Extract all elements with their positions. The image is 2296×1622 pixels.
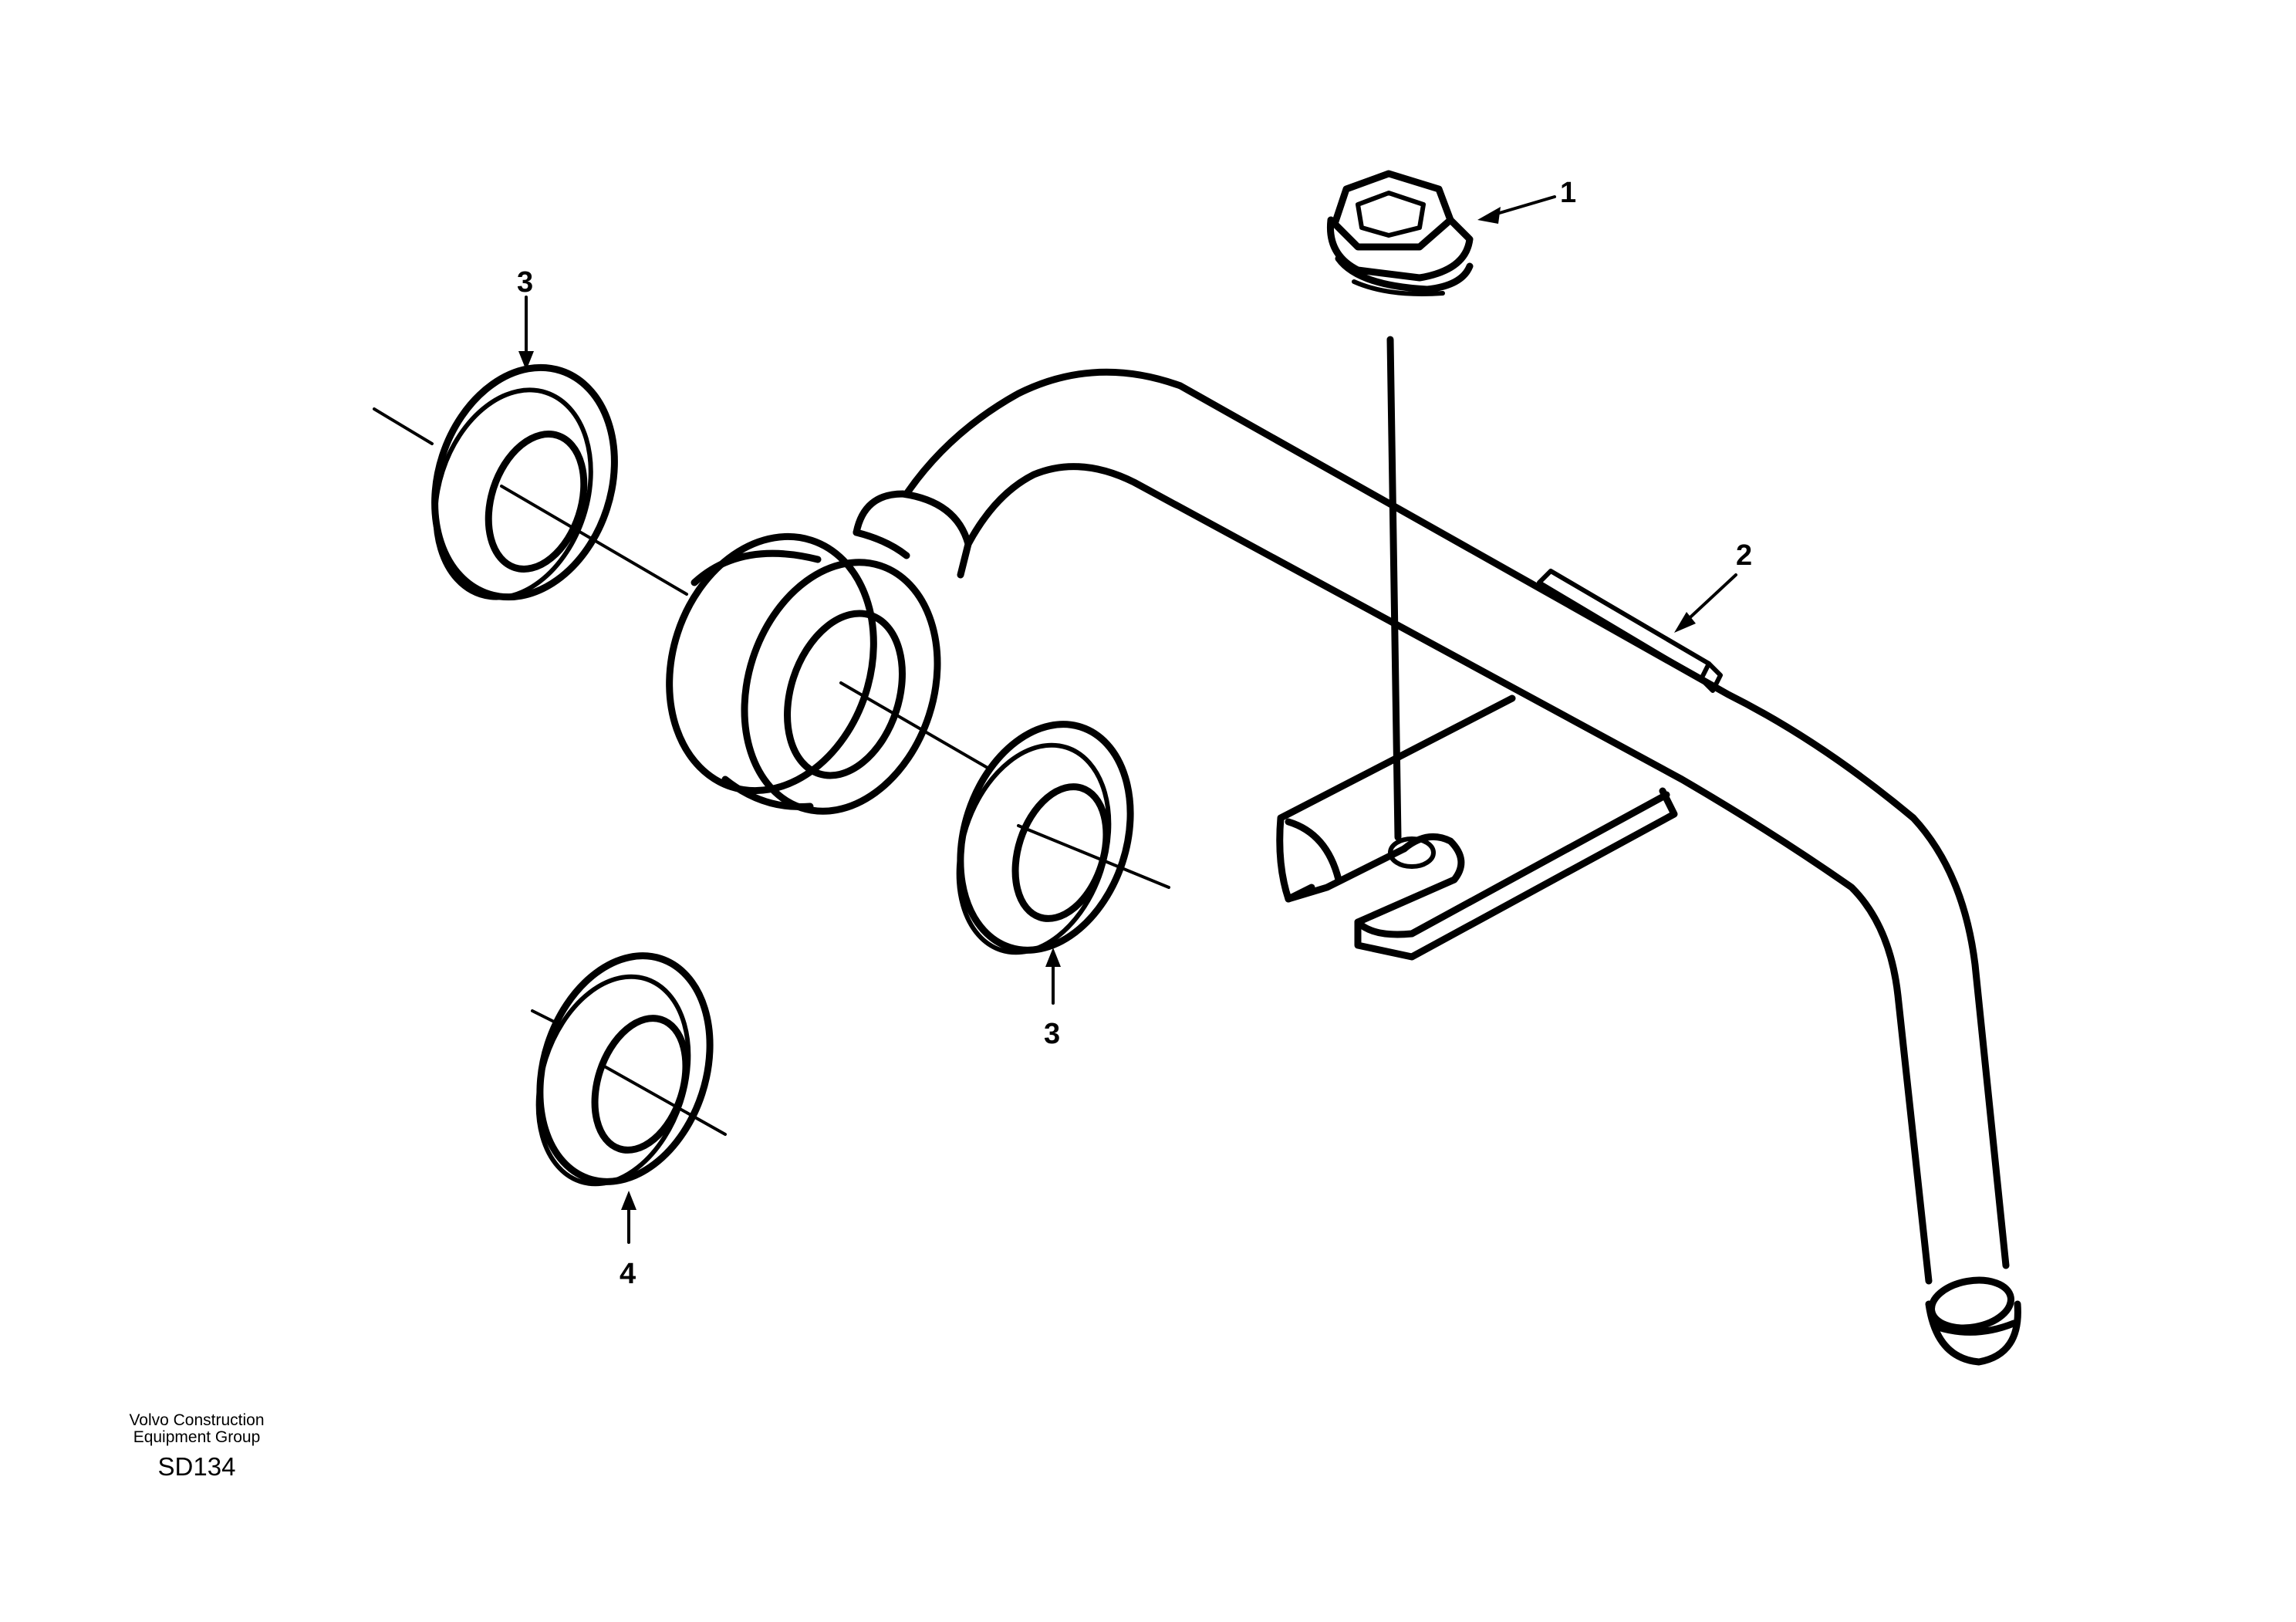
leader-1 [1477,195,1556,224]
callout-2: 2 [1736,539,1752,572]
brand-line-2: Equipment Group [133,1428,261,1446]
drawing-code: SD134 [157,1452,236,1481]
callout-3-upper: 3 [517,266,533,299]
washer-3-upper [373,363,688,601]
leader-3-right [1045,948,1061,1005]
leader-2 [1674,573,1737,633]
brand-line-1: Volvo Construction [129,1411,265,1429]
leader-3-upper [518,296,534,370]
flange-nut-1 [1326,170,1474,841]
callout-3-right: 3 [1044,1018,1060,1050]
washer-4 [531,952,727,1187]
callout-4: 4 [620,1258,636,1290]
callout-1: 1 [1560,177,1576,209]
washer-3-right [956,721,1170,955]
leader-4 [621,1191,636,1244]
pipe-assembly-2 [666,368,2021,1366]
footer-block: Volvo Construction Equipment Group SD134 [108,1412,285,1482]
